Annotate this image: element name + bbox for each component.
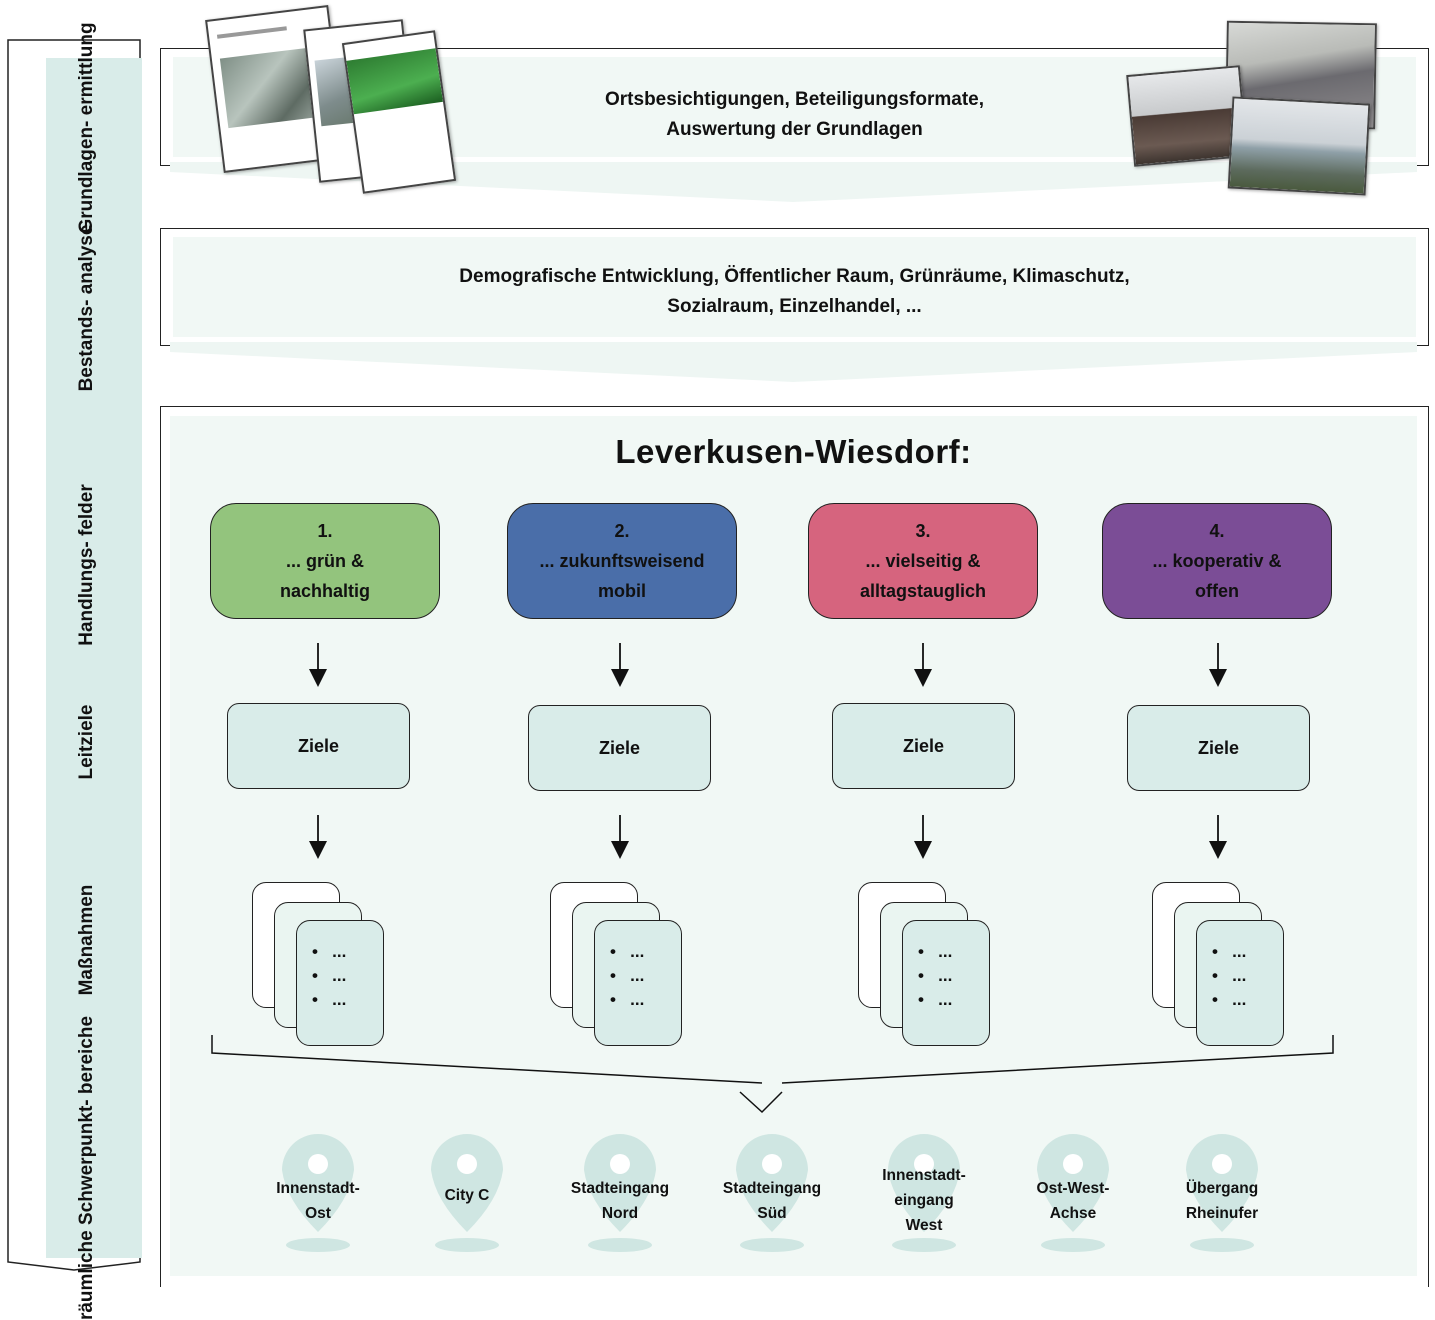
goal-box-1: Ziele	[227, 703, 410, 789]
measure-item: • ...	[918, 966, 953, 985]
stage-grundlagen-arrow	[170, 162, 1417, 202]
location-pin-icon	[584, 1134, 656, 1252]
diagram-connectors	[211, 643, 1334, 1114]
location-pin-icon	[1037, 1134, 1109, 1252]
measures-bracket	[211, 1035, 1334, 1084]
field-label-line1: ... zukunftsweisend	[539, 551, 705, 571]
measure-card	[296, 920, 384, 1046]
location-pin-icon	[282, 1133, 354, 1252]
measure-item: • ...	[312, 966, 347, 985]
field-number: 3.	[915, 521, 931, 541]
field-label-line2: alltagstauglich	[859, 581, 987, 601]
stage-bestandsanalyse-text: Demografische Entwicklung, Öffentlicher …	[459, 266, 1130, 317]
area-label-stadteingang-sued: Stadteingang Süd	[722, 1180, 822, 1222]
field-3-vielseitig: 3. ... vielseitig & alltagstauglich	[808, 503, 1038, 619]
location-pin-icon	[431, 1134, 503, 1252]
measure-item: • ...	[1212, 990, 1247, 1009]
measure-item: • ...	[610, 942, 645, 961]
field-label-line2: offen	[1195, 581, 1239, 601]
measure-card	[594, 920, 682, 1046]
field-label-line2: nachhaltig	[279, 581, 370, 601]
measure-item: • ...	[1212, 966, 1247, 985]
measure-item: • ...	[312, 990, 347, 1009]
location-pin-icon	[1186, 1134, 1258, 1252]
goal-box-4: Ziele	[1127, 705, 1310, 791]
area-label-stadteingang-nord: Stadteingang Nord	[570, 1180, 670, 1222]
process-axis	[7, 39, 142, 1271]
field-2-mobil: 2. ... zukunftsweisend mobil	[507, 503, 737, 619]
stage-bestandsanalyse: Demografische Entwicklung, Öffentlicher …	[160, 228, 1429, 346]
field-label-line1: ... kooperativ &	[1152, 551, 1282, 571]
stage-grundlagen-text: Ortsbesichtigungen, Beteiligungsformate,…	[605, 89, 984, 140]
goal-box-2: Ziele	[528, 705, 711, 791]
field-label-line1: ... grün &	[286, 551, 364, 571]
goal-box-3: Ziele	[832, 703, 1015, 789]
measure-card	[1196, 920, 1284, 1046]
area-label-uebergang-rheinufer: Übergang Rheinufer	[1185, 1180, 1259, 1222]
field-number: 1.	[317, 521, 333, 541]
measure-item: • ...	[610, 990, 645, 1009]
measure-item: • ...	[312, 942, 347, 961]
field-1-gruen: 1. ... grün & nachhaltig	[210, 503, 440, 619]
area-label-ost-west-achse: Ost-West- Achse	[1036, 1180, 1110, 1222]
measure-item: • ...	[918, 990, 953, 1009]
field-label-line1: ... vielseitig &	[865, 551, 981, 571]
location-pin-icon	[888, 1134, 960, 1252]
stage-bestandsanalyse-arrow	[170, 342, 1417, 382]
field-number: 2.	[614, 521, 630, 541]
field-number: 4.	[1209, 521, 1225, 541]
area-label-city-c: City C	[444, 1187, 490, 1204]
measure-item: • ...	[610, 966, 645, 985]
field-label-line2: mobil	[598, 581, 646, 601]
area-label-innenstadt-ost: Innenstadt- Ost	[276, 1180, 360, 1222]
measures-bracket-tip	[739, 1091, 783, 1114]
area-pins	[282, 1133, 1258, 1252]
area-label-innenstadteingang-west: Innenstadt- eingang West	[882, 1167, 966, 1234]
measure-item: • ...	[1212, 942, 1247, 961]
main-title: Leverkusen-Wiesdorf:	[615, 433, 972, 470]
measure-card	[902, 920, 990, 1046]
field-4-kooperativ: 4. ... kooperativ & offen	[1102, 503, 1332, 619]
measure-item: • ...	[918, 942, 953, 961]
location-pin-icon	[736, 1134, 808, 1252]
